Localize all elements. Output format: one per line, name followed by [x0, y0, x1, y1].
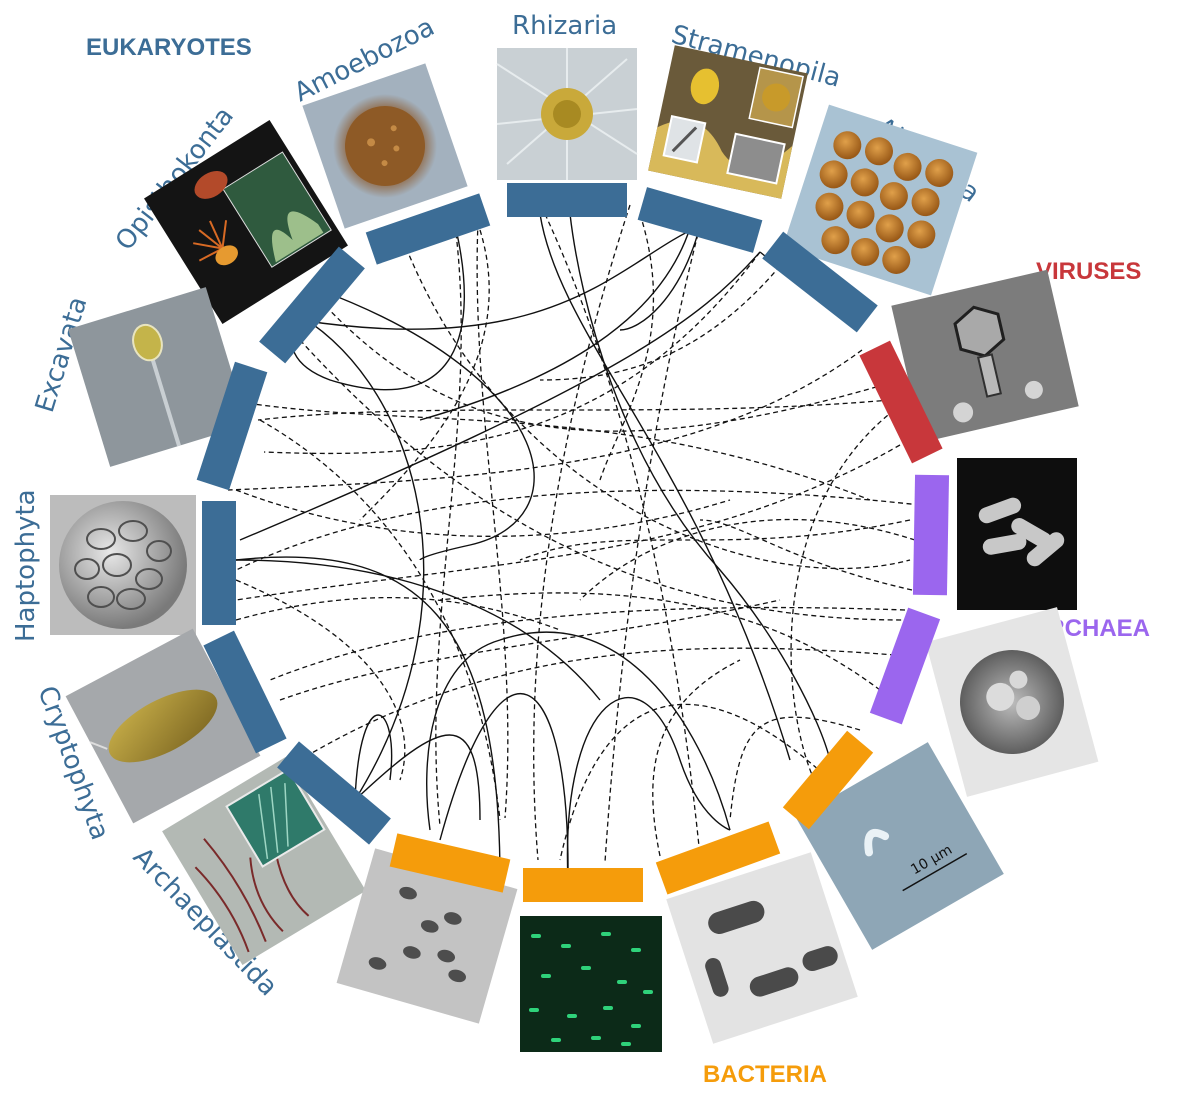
rod-archaea-sem [957, 458, 1077, 610]
amoeba-photo [302, 63, 468, 229]
flagellate-photo [68, 287, 248, 467]
segment-stramenopila[interactable] [637, 187, 763, 253]
segment-rhizaria[interactable] [507, 183, 627, 217]
paired-cocci [336, 848, 518, 1024]
dashed-connections [227, 204, 921, 863]
segment-cryptophyta[interactable] [203, 630, 287, 754]
segment-opisthokonta[interactable] [259, 246, 365, 364]
viruses-title: VIRUSES [1036, 258, 1141, 285]
seaweed-photo [162, 757, 366, 965]
solid-connections [235, 213, 851, 881]
curved-bacterium: 10 µm [796, 742, 1004, 950]
bacteria-title: BACTERIA [703, 1061, 827, 1088]
eukaryote-segments [196, 183, 878, 845]
segment-archaea-2[interactable] [869, 607, 941, 725]
marine-animals-photo [144, 120, 348, 324]
green-fluorescent-cells [520, 916, 662, 1052]
segment-excavata[interactable] [196, 361, 268, 491]
clade-label-haptophyta: Haptophyta [11, 489, 41, 642]
segment-archaeplastida[interactable] [277, 741, 391, 845]
segment-bacteria-2[interactable] [655, 821, 781, 895]
rod-bacteria-tem [666, 852, 858, 1044]
kelp-diatom-photo [648, 45, 808, 199]
archaea-segments [869, 474, 950, 725]
clade-label-rhizaria: Rhizaria [512, 11, 617, 41]
eukaryotes-title: EUKARYOTES [86, 34, 252, 61]
segment-bacteria-1[interactable] [782, 730, 874, 830]
bacteria-segments [389, 730, 874, 902]
cryptomonad-photo [65, 628, 261, 824]
dinoflagellate-cysts-photo [782, 104, 978, 296]
bacteriophage-tem [891, 269, 1079, 443]
segment-bacteria-4[interactable] [389, 833, 511, 893]
segment-archaea-1[interactable] [912, 474, 950, 596]
coccolithophore-photo [50, 495, 196, 635]
coccoid-archaea-tem [925, 607, 1099, 797]
segment-bacteria-3[interactable] [523, 868, 643, 902]
radiolarian-photo [496, 48, 638, 180]
segment-alveolata[interactable] [762, 231, 878, 333]
virus-segment [859, 340, 943, 464]
segment-amoebozoa[interactable] [365, 193, 491, 265]
segment-viruses[interactable] [859, 340, 943, 464]
segment-haptophyta[interactable] [202, 501, 236, 625]
